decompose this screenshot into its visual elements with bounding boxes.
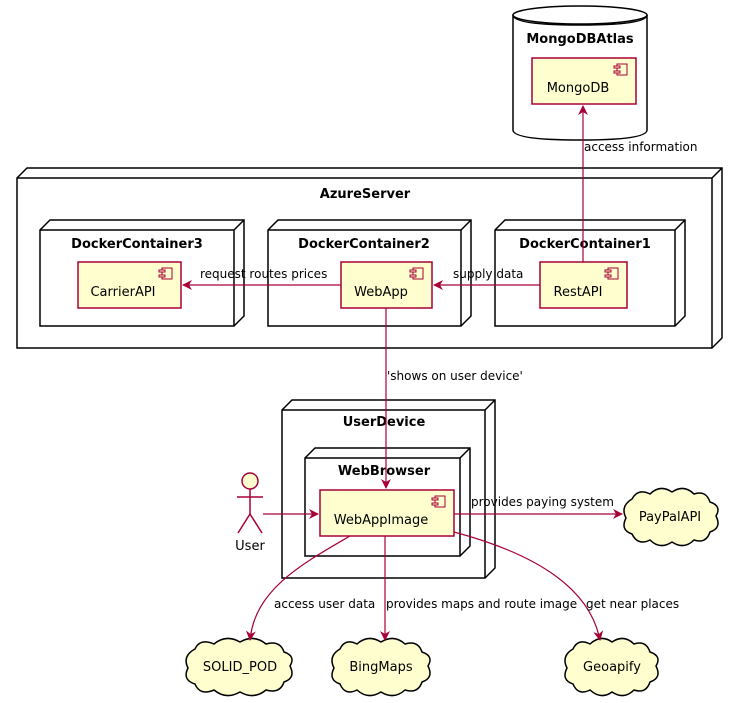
edge-webappimage-solid-pod: access user data: [245, 535, 375, 641]
component-webapp: WebApp: [340, 261, 433, 309]
component-label: RestAPI: [554, 285, 603, 300]
node-label: DockerContainer3: [71, 237, 203, 252]
cloud-solid-pod: SOLID_POD: [185, 637, 293, 697]
actor-user: User: [235, 472, 265, 554]
database-label: MongoDBAtlas: [526, 32, 634, 47]
component-label: WebApp: [354, 285, 408, 300]
edge-label: provides paying system: [471, 495, 614, 509]
cloud-paypalapi: PayPalAPI: [623, 487, 719, 547]
node-label: DockerContainer1: [519, 237, 651, 252]
edge-restapi-webapp: supply data: [433, 267, 540, 290]
edge-webappimage-paypalapi: provides paying system: [454, 495, 623, 519]
node-label: WebBrowser: [338, 464, 431, 479]
edge-label: request routes prices: [200, 267, 327, 281]
component-label: CarrierAPI: [90, 285, 155, 300]
component-mongodb: MongoDB: [531, 57, 637, 105]
node-label: DockerContainer2: [298, 237, 430, 252]
edge-label: get near places: [586, 597, 679, 611]
node-label: AzureServer: [320, 187, 411, 202]
component-carrierapi: CarrierAPI: [77, 261, 182, 309]
node-label: UserDevice: [343, 415, 426, 430]
cloud-label: Geoapify: [583, 660, 641, 675]
edge-restapi-mongodb: access information: [578, 105, 698, 262]
edge-label: access information: [584, 140, 698, 154]
edge-webappimage-bingmaps: provides maps and route image: [380, 536, 577, 641]
cloud-label: SOLID_POD: [203, 660, 277, 675]
edge-label: provides maps and route image: [386, 597, 577, 611]
edge-webapp-carrierapi: request routes prices: [182, 267, 341, 290]
component-restapi: RestAPI: [539, 261, 628, 309]
edge-label: 'shows on user device': [387, 369, 523, 383]
cloud-label: BingMaps: [349, 660, 412, 675]
edge-webapp-webappimage: 'shows on user device': [381, 308, 523, 489]
edge-label: supply data: [453, 267, 523, 281]
cloud-geoapify: Geoapify: [564, 637, 659, 697]
edge-webappimage-geoapify: get near places: [453, 531, 679, 641]
actor-label: User: [235, 539, 265, 554]
cloud-bingmaps: BingMaps: [331, 637, 431, 697]
component-label: MongoDB: [547, 81, 610, 96]
edge-label: access user data: [274, 597, 375, 611]
component-webappimage: WebAppImage: [319, 489, 455, 537]
component-label: WebAppImage: [334, 513, 428, 528]
cloud-label: PayPalAPI: [639, 510, 701, 525]
